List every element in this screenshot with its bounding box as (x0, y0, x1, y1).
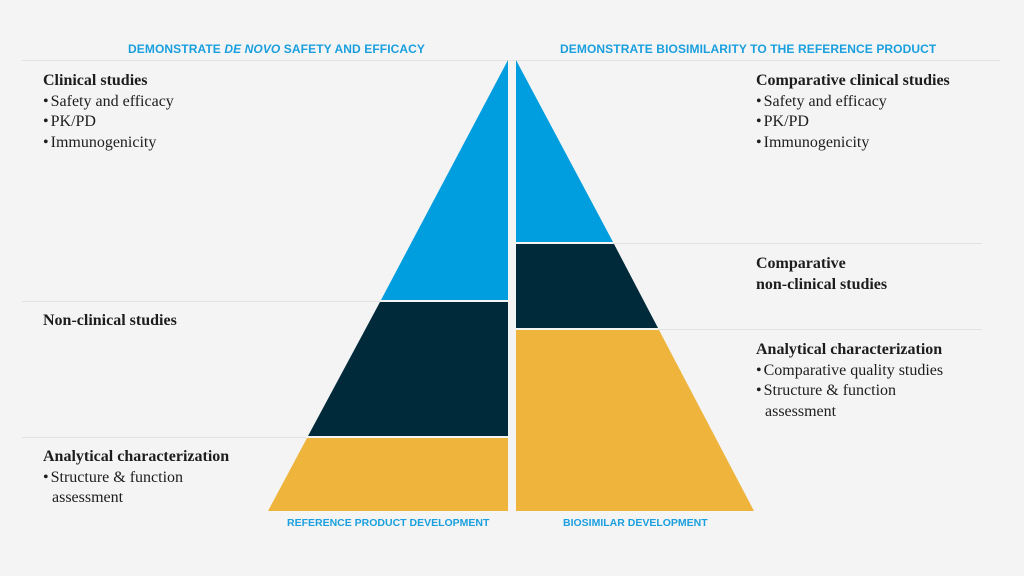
right-nonclinical-tier (516, 244, 658, 328)
left-clinical-tier (381, 60, 508, 300)
left-nonclinical-label: Non-clinical studies (43, 311, 177, 332)
right-footer: BIOSIMILAR DEVELOPMENT (563, 517, 708, 529)
right-header: DEMONSTRATE BIOSIMILARITY TO THE REFEREN… (560, 42, 937, 56)
title: Comparative clinical studies (756, 72, 950, 89)
right-clinical-tier (516, 60, 613, 242)
title: Analytical characterization (756, 341, 943, 358)
right-clinical-label: Comparative clinical studies Safety and … (756, 71, 950, 153)
right-analytical-label: Analytical characterization Comparative … (756, 340, 943, 422)
left-footer: REFERENCE PRODUCT DEVELOPMENT (287, 517, 490, 529)
bullet: Safety and efficacy (43, 92, 174, 113)
left-header: DEMONSTRATE DE NOVO SAFETY AND EFFICACY (128, 42, 425, 56)
title: Analytical characterization (43, 448, 230, 465)
left-header-italic: DE NOVO (224, 42, 281, 56)
title-line2: non-clinical studies (756, 275, 888, 293)
title-line1: Comparative (756, 255, 846, 272)
bullet: Comparative quality studies (756, 361, 944, 382)
title: Clinical studies (43, 72, 148, 89)
bullet: Structure & function (756, 381, 943, 402)
right-nonclinical-label: Comparative non-clinical studies (756, 254, 887, 295)
bullet: PK/PD (43, 112, 174, 133)
left-analytical-label: Analytical characterization Structure & … (43, 447, 229, 509)
title: Non-clinical studies (43, 312, 177, 329)
bullet-cont: assessment (52, 489, 124, 506)
bullet: Structure & function (43, 468, 229, 489)
right-analytical-tier (516, 330, 754, 511)
left-header-prefix: DEMONSTRATE (128, 42, 225, 56)
left-nonclinical-tier (308, 302, 508, 436)
bullet-cont: assessment (765, 402, 837, 420)
left-clinical-label: Clinical studies Safety and efficacy PK/… (43, 71, 174, 153)
bullet: Safety and efficacy (756, 92, 950, 113)
left-analytical-tier (268, 438, 508, 511)
bullet: PK/PD (756, 112, 950, 133)
left-header-suffix: SAFETY AND EFFICACY (280, 42, 426, 56)
bullet: Immunogenicity (756, 133, 950, 154)
bullet: Immunogenicity (43, 133, 174, 154)
